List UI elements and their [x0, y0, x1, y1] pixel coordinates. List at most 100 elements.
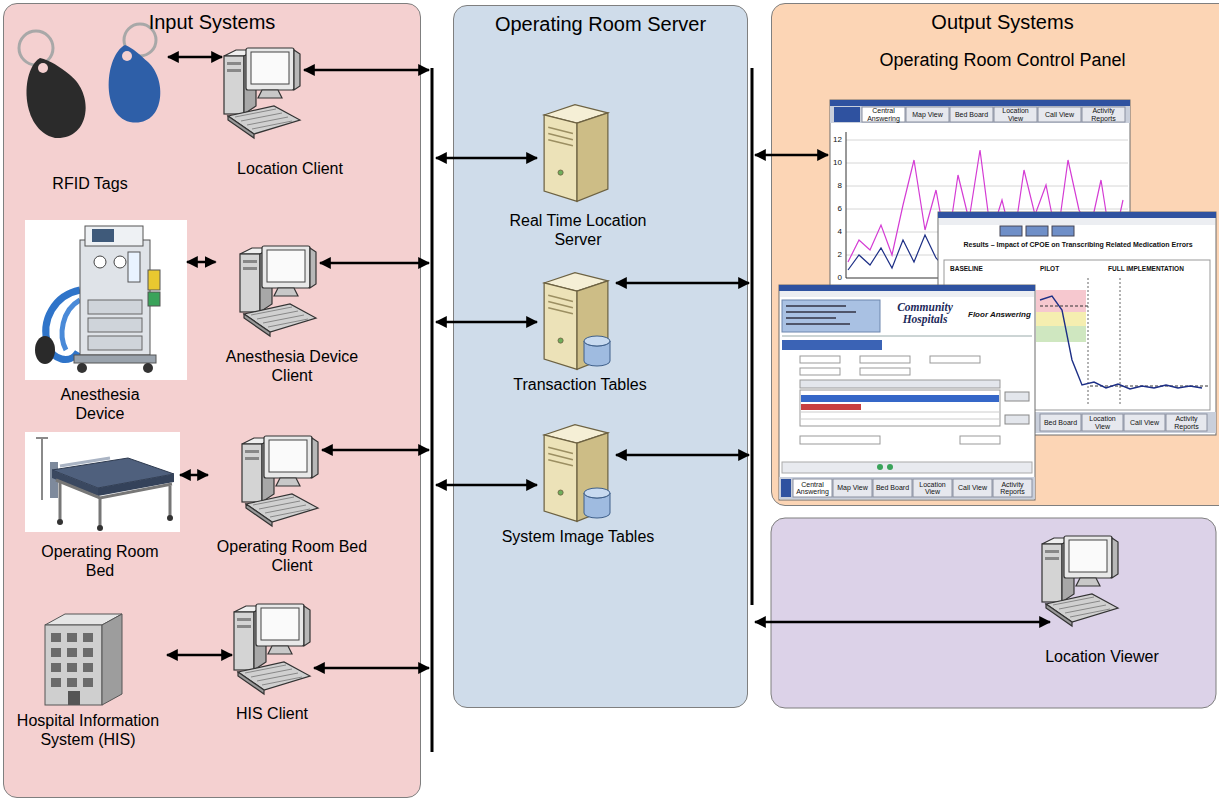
bed-picture: [25, 432, 180, 532]
node-caption: Operating Room Bed: [35, 543, 165, 581]
database-top: [584, 336, 610, 346]
screen-label-box: 6: [824, 203, 842, 215]
bus-arrow: [314, 667, 429, 670]
database-body: [584, 341, 610, 366]
screen-label-box: Location View: [994, 107, 1037, 122]
bus-arrow: [304, 69, 429, 72]
panel-title-box: Operating Room Server: [454, 12, 747, 36]
screen-label-box: BASELINE: [950, 264, 1020, 274]
location-client-computer: [224, 48, 300, 138]
screen-label-box: 12: [824, 134, 842, 146]
tab: [1124, 414, 1165, 431]
database-body: [584, 493, 610, 518]
panel-title: Input Systems: [4, 10, 420, 34]
toolbar-button: [1052, 226, 1074, 236]
tab-label: Bed Board: [1044, 419, 1077, 426]
status-light: [877, 464, 883, 470]
separator: [782, 336, 1032, 337]
app-name: Floor Answering: [968, 311, 1031, 319]
axis-tick: 8: [838, 182, 842, 190]
screen-label-box: Map View: [833, 479, 872, 497]
series-line: [848, 150, 1123, 262]
system-panel: Operating Room ServerReal Time Location …: [453, 5, 748, 708]
rfid-tags-picture: [19, 24, 160, 138]
tab: [833, 479, 872, 497]
control-band: [1036, 290, 1086, 312]
connector-arrow: [180, 474, 208, 477]
status-light: [887, 464, 893, 470]
caption-box: Operating Room Bed Client: [212, 538, 372, 576]
hospital-building-picture: [45, 614, 122, 705]
node-caption: Location Viewer: [1045, 648, 1159, 667]
screen-label-box: Central Answering: [862, 107, 905, 122]
node-caption: Operating Room Bed Client: [212, 538, 372, 576]
panel-title-box: Input Systems: [4, 10, 420, 34]
axis-tick: 12: [833, 136, 842, 144]
axis-tick: 0: [838, 274, 842, 282]
wheel: [167, 515, 173, 521]
fob-hole: [38, 63, 48, 73]
viewer-panel: [771, 518, 1216, 708]
screen-label-box: 8: [824, 180, 842, 192]
tab: [950, 107, 993, 122]
drawer: [88, 300, 142, 314]
screen-label-box: 0: [824, 272, 842, 284]
form-field: [860, 368, 910, 375]
series-line: [1040, 296, 1202, 389]
tab-label: Activity Reports: [993, 481, 1032, 496]
side-rail: [60, 458, 110, 466]
wheel: [77, 363, 87, 373]
form-field: [960, 436, 1000, 444]
wheel: [57, 519, 63, 525]
node-caption: Location Client: [237, 160, 343, 179]
form-field: [800, 436, 880, 444]
caption-box: Anesthesia Device: [45, 386, 155, 424]
bus-arrow: [322, 449, 429, 452]
panel-title: Operating Room Control Panel: [772, 50, 1219, 72]
node-caption: Transaction Tables: [513, 376, 646, 395]
screen-label-box: Location View: [1082, 414, 1123, 431]
panel-title: Output Systems: [772, 10, 1219, 34]
title-bar: [779, 285, 1035, 291]
key-ring: [19, 31, 53, 65]
caption-box: HIS Client: [236, 705, 308, 724]
building-side: [102, 614, 122, 705]
breathing-tube: [46, 290, 80, 359]
caption-box: Operating Room Bed: [35, 543, 165, 581]
black-fob: [26, 58, 85, 138]
screen-label-box: Activity Reports: [1082, 107, 1125, 122]
tab: [993, 479, 1032, 497]
device-node: HIS Client: [232, 598, 312, 728]
grid-lines: [846, 140, 1128, 255]
device-node: Anesthesia Device Client: [216, 240, 369, 390]
tab-bar: [779, 477, 1035, 499]
device-node: Operating Room Bed: [25, 432, 180, 585]
screen-label-box: Floor Answering: [968, 296, 1032, 334]
bed-legs: [60, 482, 170, 526]
tab-label: Call View: [1045, 111, 1074, 118]
caption-box: Hospital Information System (HIS): [13, 712, 163, 750]
series-line: [848, 230, 1123, 272]
bus-arrow: [616, 454, 749, 457]
screen-label-box: Central Answering: [793, 479, 832, 497]
fob-hole: [122, 51, 132, 61]
tab: [953, 479, 992, 497]
form-field: [800, 368, 840, 375]
tab-bar: [938, 412, 1216, 433]
tab: [1038, 107, 1081, 122]
tab-block: [834, 107, 860, 122]
vaporizer: [148, 270, 160, 290]
mean-line: [1040, 306, 1208, 386]
tab-label: Call View: [958, 484, 987, 491]
bed-frame: [56, 480, 172, 498]
mattress-side: [98, 474, 174, 496]
bus-arrow: [436, 321, 537, 324]
title-bar: [938, 212, 1216, 218]
bus-arrows: [304, 70, 1050, 668]
anesthesia-client-computer: [240, 246, 316, 336]
caption-box: Location Client: [237, 160, 343, 179]
node-caption: Hospital Information System (HIS): [13, 712, 163, 750]
tab-label: Map View: [912, 111, 943, 118]
tab: [913, 479, 952, 497]
screen-label-box: 2: [824, 249, 842, 261]
